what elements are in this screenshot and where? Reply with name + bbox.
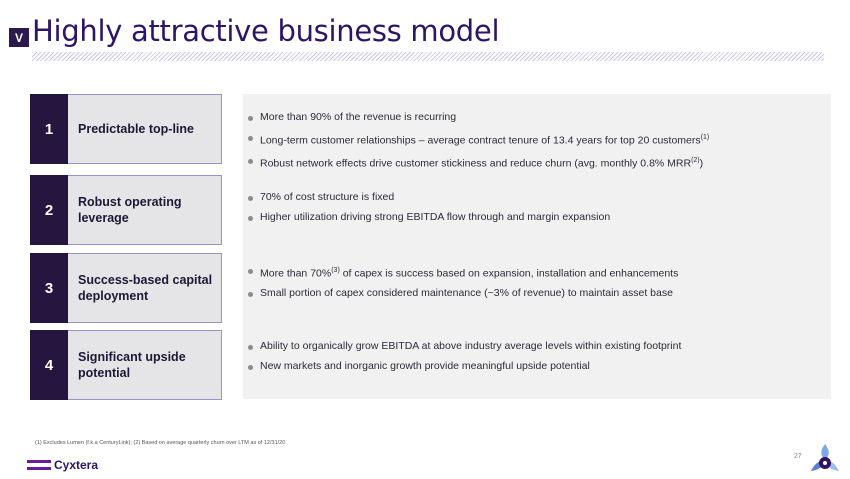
bullet-item: Robust network effects drive customer st… [248,151,709,174]
card-robust-operating-leverage: 2 Robust operating leverage [30,175,222,245]
cyxtera-logo: Cyxtera [27,458,98,472]
card-number: 1 [30,94,68,164]
bullet-item: Higher utilization driving strong EBITDA… [248,208,610,228]
bullet-item: More than 90% of the revenue is recurrin… [248,108,709,128]
card-label: Significant upside potential [68,330,222,400]
logo-bars-icon [27,460,51,470]
section-badge: V [9,28,29,47]
card-number: 3 [30,253,68,323]
footnote: (1) Excludes Lumen (f.k.a CenturyLink); … [35,440,286,446]
card-predictable-top-line: 1 Predictable top-line [30,94,222,164]
tri-lobed-emblem-icon [811,444,839,471]
card-number: 2 [30,175,68,245]
bullets-group-2: 70% of cost structure is fixed Higher ut… [248,188,610,227]
logo-wordmark: Cyxtera [54,458,99,472]
bullets-group-4: Ability to organically grow EBITDA at ab… [248,337,681,376]
card-success-based-capital: 3 Success-based capital deployment [30,253,222,323]
bullets-group-3: More than 70%(3) of capex is success bas… [248,261,678,304]
title-divider [32,52,824,61]
bullet-item: Long-term customer relationships – avera… [248,128,709,151]
bullet-item: New markets and inorganic growth provide… [248,357,681,377]
card-label: Success-based capital deployment [68,253,222,323]
bullet-item: Small portion of capex considered mainte… [248,284,678,304]
content-panel [243,94,831,399]
card-label: Predictable top-line [68,94,222,164]
bullet-item: Ability to organically grow EBITDA at ab… [248,337,681,357]
bullets-group-1: More than 90% of the revenue is recurrin… [248,108,709,174]
card-label: Robust operating leverage [68,175,222,245]
page-number: 27 [794,453,802,460]
page-title: Highly attractive business model [32,14,500,48]
bullet-item: More than 70%(3) of capex is success bas… [248,261,678,284]
card-significant-upside: 4 Significant upside potential [30,330,222,400]
card-number: 4 [30,330,68,400]
bullet-item: 70% of cost structure is fixed [248,188,610,208]
